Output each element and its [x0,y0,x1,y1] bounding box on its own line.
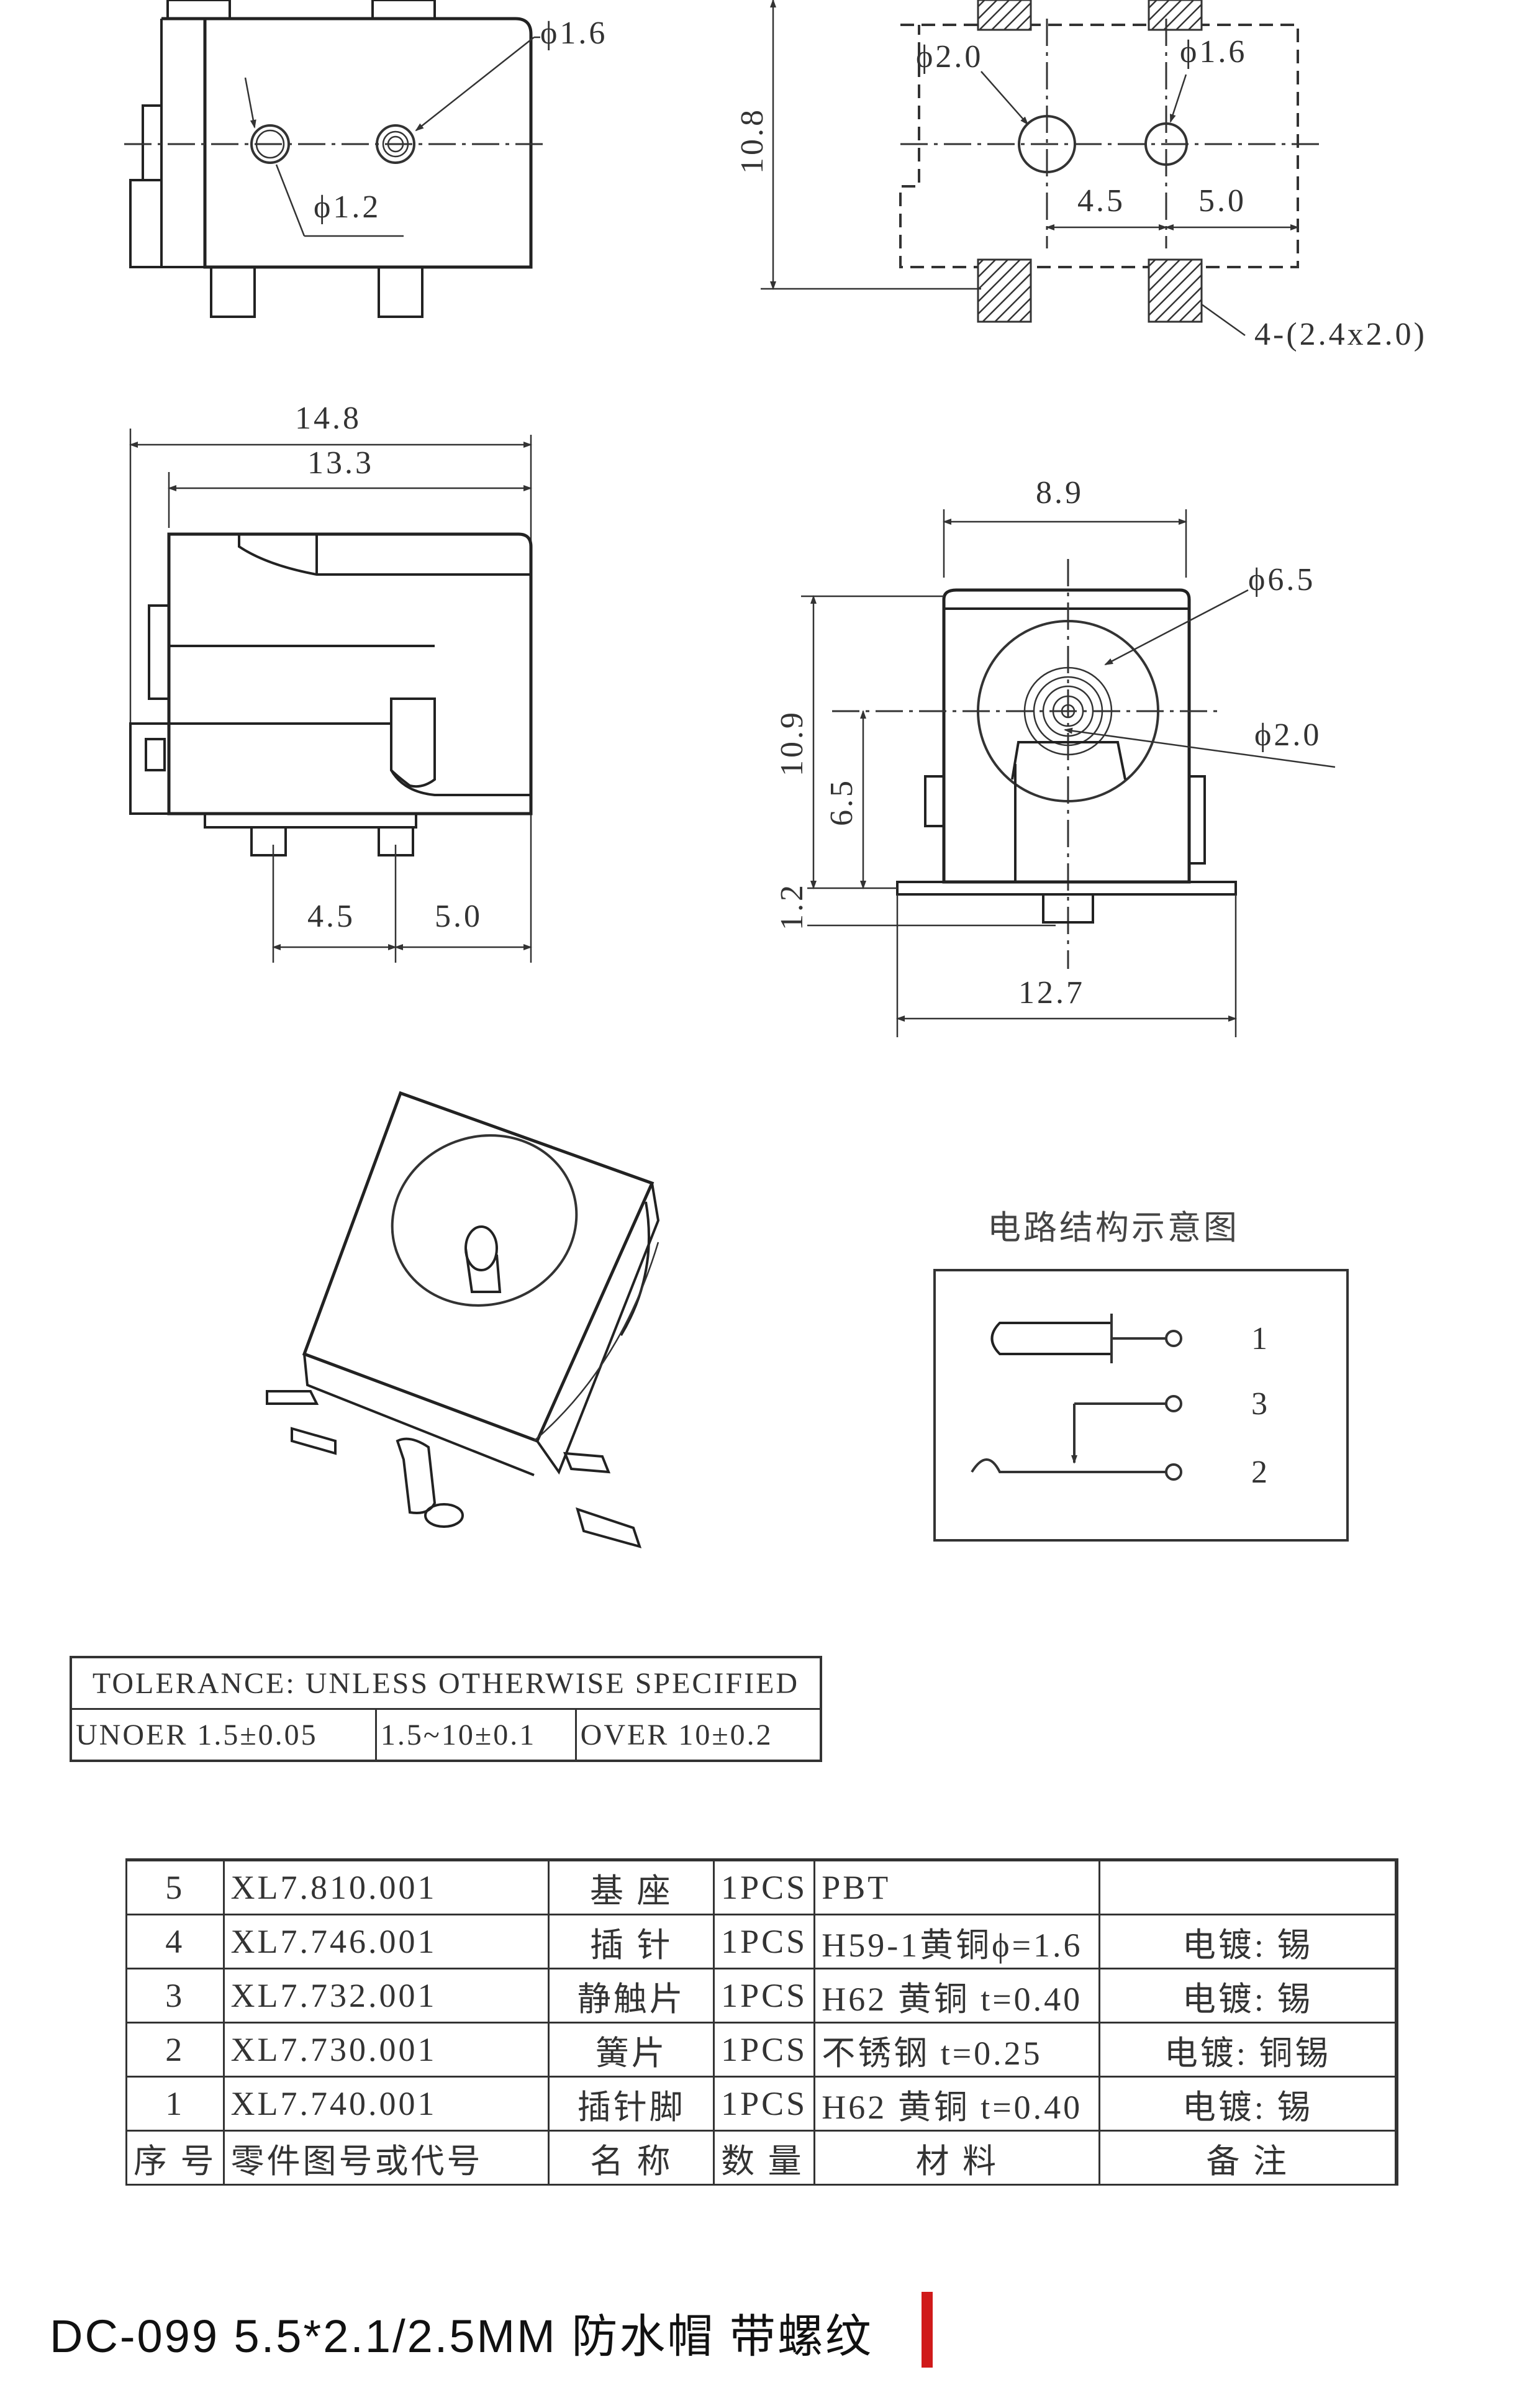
side-pin-a: 4.5 [307,899,355,934]
bom-header-row: 序 号 零件图号或代号 名 称 数 量 材 料 备 注 [125,2130,1399,2186]
bom-no: 1 [125,2076,225,2132]
bom-note: 电镀: 锡 [1098,1968,1399,2024]
front-pin-dia: ϕ2.0 [1254,717,1321,753]
circuit-title: 电路结构示意图 [987,1209,1239,1247]
bom-note [1098,1858,1399,1915]
side-body: 13.3 [307,445,374,481]
bom-note: 电镀: 铜锡 [1098,2022,1399,2078]
front-base-width: 12.7 [1018,975,1085,1011]
side-view: 14.8 13.3 4.5 5.0 [129,401,533,963]
bom-material: H62 黄铜 t=0.40 [813,2076,1101,2132]
footprint-pads: 4-(2.4x2.0) [1254,317,1427,352]
front-center-height: 6.5 [824,778,859,826]
circuit-pin-2: 2 [1251,1455,1270,1490]
front-pad-height: 1.2 [774,883,810,930]
front-height: 10.9 [774,710,810,776]
bom-name: 基 座 [548,1858,715,1915]
bom-row: 2 XL7.730.001 簧片 1PCS 不锈钢 t=0.25 电镀: 铜锡 [125,2022,1399,2078]
bom-material: H59-1黄铜ϕ=1.6 [813,1914,1101,1969]
bom-header-name: 名 称 [548,2130,715,2186]
bom-header-note: 备 注 [1098,2130,1399,2186]
bom-row: 4 XL7.746.001 插 针 1PCS H59-1黄铜ϕ=1.6 电镀: … [125,1914,1399,1969]
bom-table: 5 XL7.810.001 基 座 1PCS PBT 4 XL7.746.001… [125,1858,1399,2186]
bom-no: 3 [125,1968,225,2024]
bom-material: 不锈钢 t=0.25 [813,2022,1101,2078]
tolerance-table: TOLERANCE: UNLESS OTHERWISE SPECIFIED UN… [70,1656,822,1762]
bom-header-material: 材 料 [813,2130,1101,2186]
bom-row: 1 XL7.740.001 插针脚 1PCS H62 黄铜 t=0.40 电镀:… [125,2076,1399,2132]
bom-row: 5 XL7.810.001 基 座 1PCS PBT [125,1858,1399,1915]
bom-header-no: 序 号 [125,2130,225,2186]
bom-material: H62 黄铜 t=0.40 [813,1968,1101,2024]
front-outer-dia: ϕ6.5 [1248,562,1315,597]
bom-code: XL7.810.001 [222,1858,550,1915]
bom-header-qty: 数 量 [713,2130,816,2186]
bom-qty: 1PCS [713,2076,816,2132]
side-pin-b: 5.0 [435,899,482,934]
product-title: DC-099 5.5*2.1/2.5MM 防水帽 带螺纹 [50,2310,873,2362]
bom-no: 4 [125,1914,225,1969]
bom-name: 静触片 [548,1968,715,2024]
tolerance-cell: 1.5~10±0.1 [374,1708,577,1762]
bom-header-code: 零件图号或代号 [222,2130,550,2186]
tolerance-cell: OVER 10±0.2 [574,1708,822,1762]
accent-bar [922,2292,933,2368]
bom-name: 插 针 [548,1914,715,1969]
front-view: 8.9 ϕ6.5 ϕ2.0 10.9 6.5 1.2 12.7 [774,475,1336,1037]
bom-qty: 1PCS [713,2022,816,2078]
top-view-dia-top: ϕ1.6 [540,16,607,51]
bom-material: PBT [813,1858,1101,1915]
footprint-spacing-a: 4.5 [1077,183,1125,219]
bom-name: 插针脚 [548,2076,715,2132]
top-view-dia-bottom: ϕ1.2 [314,189,381,225]
bom-row: 3 XL7.732.001 静触片 1PCS H62 黄铜 t=0.40 电镀:… [125,1968,1399,2024]
isometric-view [266,1091,660,1548]
bom-note: 电镀: 锡 [1098,2076,1399,2132]
bom-note: 电镀: 锡 [1098,1914,1399,1969]
front-width: 8.9 [1036,475,1084,511]
bom-code: XL7.730.001 [222,2022,550,2078]
bom-no: 2 [125,2022,225,2078]
bom-code: XL7.746.001 [222,1914,550,1969]
bom-no: 5 [125,1858,225,1915]
footprint-hole-right: ϕ1.6 [1180,34,1247,70]
side-overall: 14.8 [295,401,361,436]
footprint-height: 10.8 [735,107,770,174]
circuit-pin-1: 1 [1251,1321,1270,1356]
circuit-diagram: 电路结构示意图 1 3 2 [933,1209,1349,1542]
tolerance-header: TOLERANCE: UNLESS OTHERWISE SPECIFIED [70,1656,822,1710]
footprint-hole-left: ϕ2.0 [916,39,983,75]
footprint-spacing-b: 5.0 [1198,183,1246,219]
bom-code: XL7.740.001 [222,2076,550,2132]
bom-name: 簧片 [548,2022,715,2078]
circuit-pin-3: 3 [1251,1386,1270,1422]
tolerance-cell: UNOER 1.5±0.05 [70,1708,377,1762]
bom-qty: 1PCS [713,1858,816,1915]
footprint-view: 10.8 4.5 5.0 ϕ2.0 ϕ1.6 4-(2.4x2.0) [735,0,1427,352]
bom-qty: 1PCS [713,1968,816,2024]
bom-qty: 1PCS [713,1914,816,1969]
bom-code: XL7.732.001 [222,1968,550,2024]
top-view: ϕ1.6 ϕ1.2 [124,0,607,318]
